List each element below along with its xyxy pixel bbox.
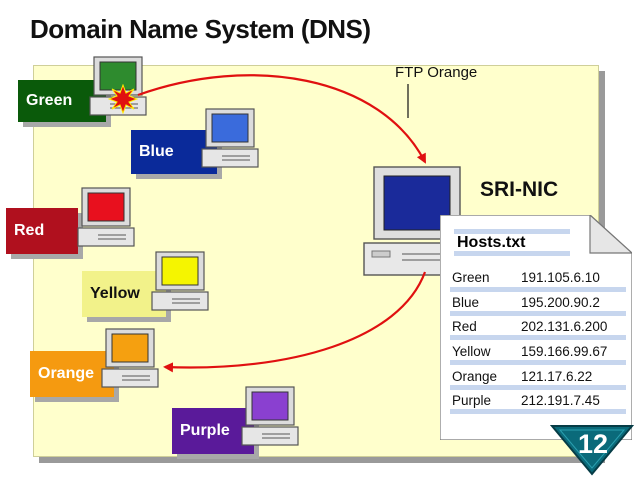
hosts-entry-ip: 195.200.90.2: [521, 295, 600, 310]
host-label-orange: Orange: [30, 351, 114, 397]
hosts-entry-name: Orange: [452, 369, 498, 384]
hosts-entry-name: Red: [452, 319, 477, 334]
slide-title: Domain Name System (DNS): [30, 14, 371, 44]
upload-arrow: [163, 271, 427, 373]
slide-number-badge: [550, 425, 634, 476]
computer-icon-orange: [101, 328, 159, 388]
hosts-entry-name: Yellow: [452, 344, 491, 359]
burst-icon: [108, 84, 138, 114]
hosts-entry-name: Green: [452, 270, 490, 285]
hosts-entry-ip: 202.131.6.200: [521, 319, 608, 334]
hosts-entry-name: Blue: [452, 295, 480, 310]
slide-number: 12: [577, 429, 609, 459]
host-label-purple: Purple: [172, 408, 254, 454]
computer-icon-red: [77, 187, 135, 247]
download-arrow: [137, 74, 426, 164]
computer-icon-purple: [241, 386, 299, 446]
server-label: SRI-NIC: [480, 178, 559, 201]
host-label-red: Red: [6, 208, 78, 254]
hosts-entry-ip: 159.166.99.67: [521, 344, 608, 359]
hosts-file-document: [440, 215, 632, 440]
hosts-entry-ip: 191.105.6.10: [521, 270, 600, 285]
hosts-file-title: Hosts.txt: [457, 234, 526, 251]
computer-icon-yellow: [151, 251, 209, 311]
hosts-entry-name: Purple: [452, 393, 492, 408]
hosts-entry-ip: 121.17.6.22: [521, 369, 593, 384]
computer-icon-blue: [201, 108, 259, 168]
hosts-entry-ip: 212.191.7.45: [521, 393, 600, 408]
ftp-label: FTP Orange: [395, 64, 478, 81]
computer-icon-green: [89, 56, 147, 116]
